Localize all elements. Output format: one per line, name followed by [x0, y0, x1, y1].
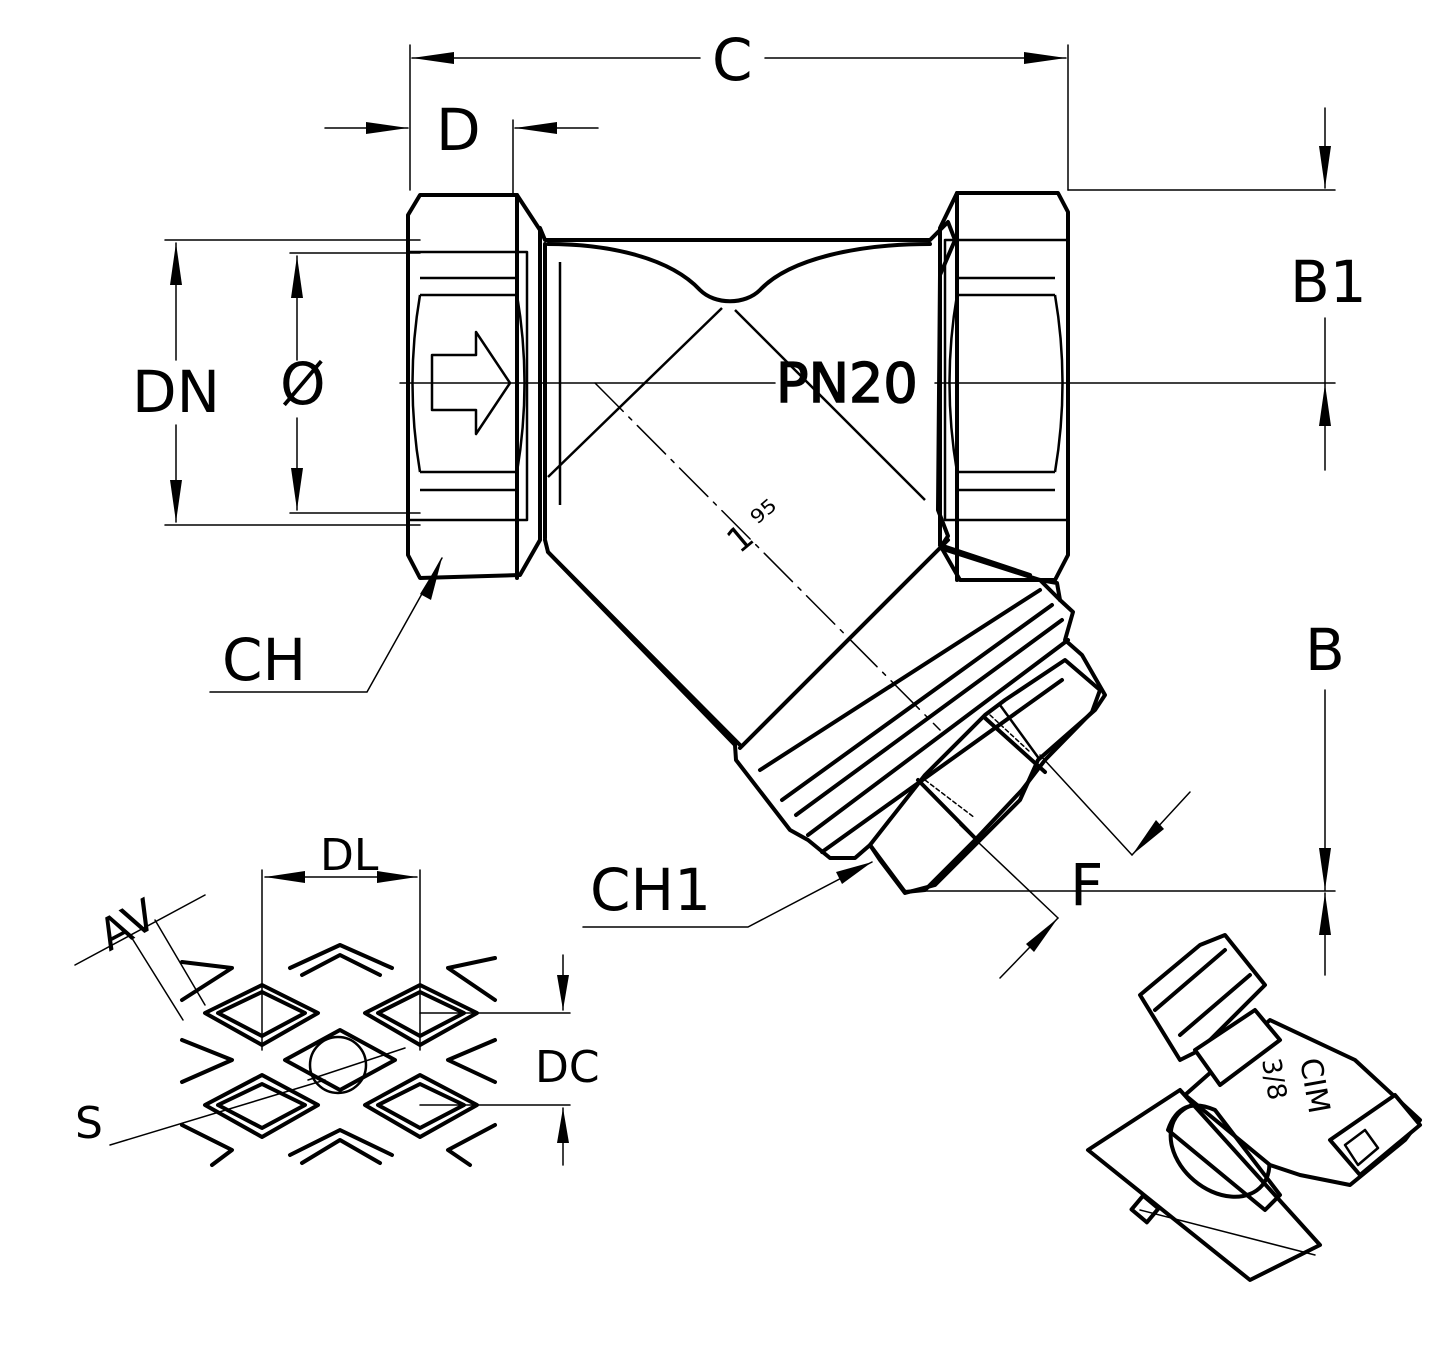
mesh-diamonds	[180, 943, 497, 1167]
label-d: D	[436, 96, 481, 164]
label-dl: DL	[320, 830, 379, 881]
right-hex-nut	[938, 191, 1070, 582]
label-s: S	[75, 1098, 103, 1149]
strainer-body	[538, 220, 1062, 747]
mesh-detail	[74, 869, 571, 1167]
label-b: B	[1305, 616, 1345, 684]
label-f: F	[1070, 851, 1103, 919]
label-dc: DC	[535, 1042, 600, 1093]
label-b1: B1	[1290, 248, 1367, 316]
dimension-lines	[164, 44, 1336, 979]
label-ch: CH	[222, 626, 306, 694]
inner-code-text: 1 ⁹⁵	[719, 492, 790, 561]
perspective-view: 3/8 CIM	[1086, 933, 1422, 1282]
label-diameter: Ø	[280, 350, 326, 418]
strainer-cap	[733, 538, 1107, 895]
mesh-hole-circle	[308, 1035, 368, 1095]
label-dn: DN	[132, 358, 220, 426]
flow-arrow-icon	[430, 330, 512, 436]
label-ch1: CH1	[590, 856, 711, 924]
left-hex-nut	[406, 193, 542, 580]
cap-size-text: 3/8	[1255, 1056, 1292, 1102]
label-pn: PN20	[776, 352, 918, 415]
brand-logo-icon	[1343, 1128, 1380, 1167]
label-c: C	[712, 26, 753, 94]
labels: C D B1 DN Ø PN20 CH CH1 B F DL AV DC S 1…	[75, 26, 1367, 1149]
